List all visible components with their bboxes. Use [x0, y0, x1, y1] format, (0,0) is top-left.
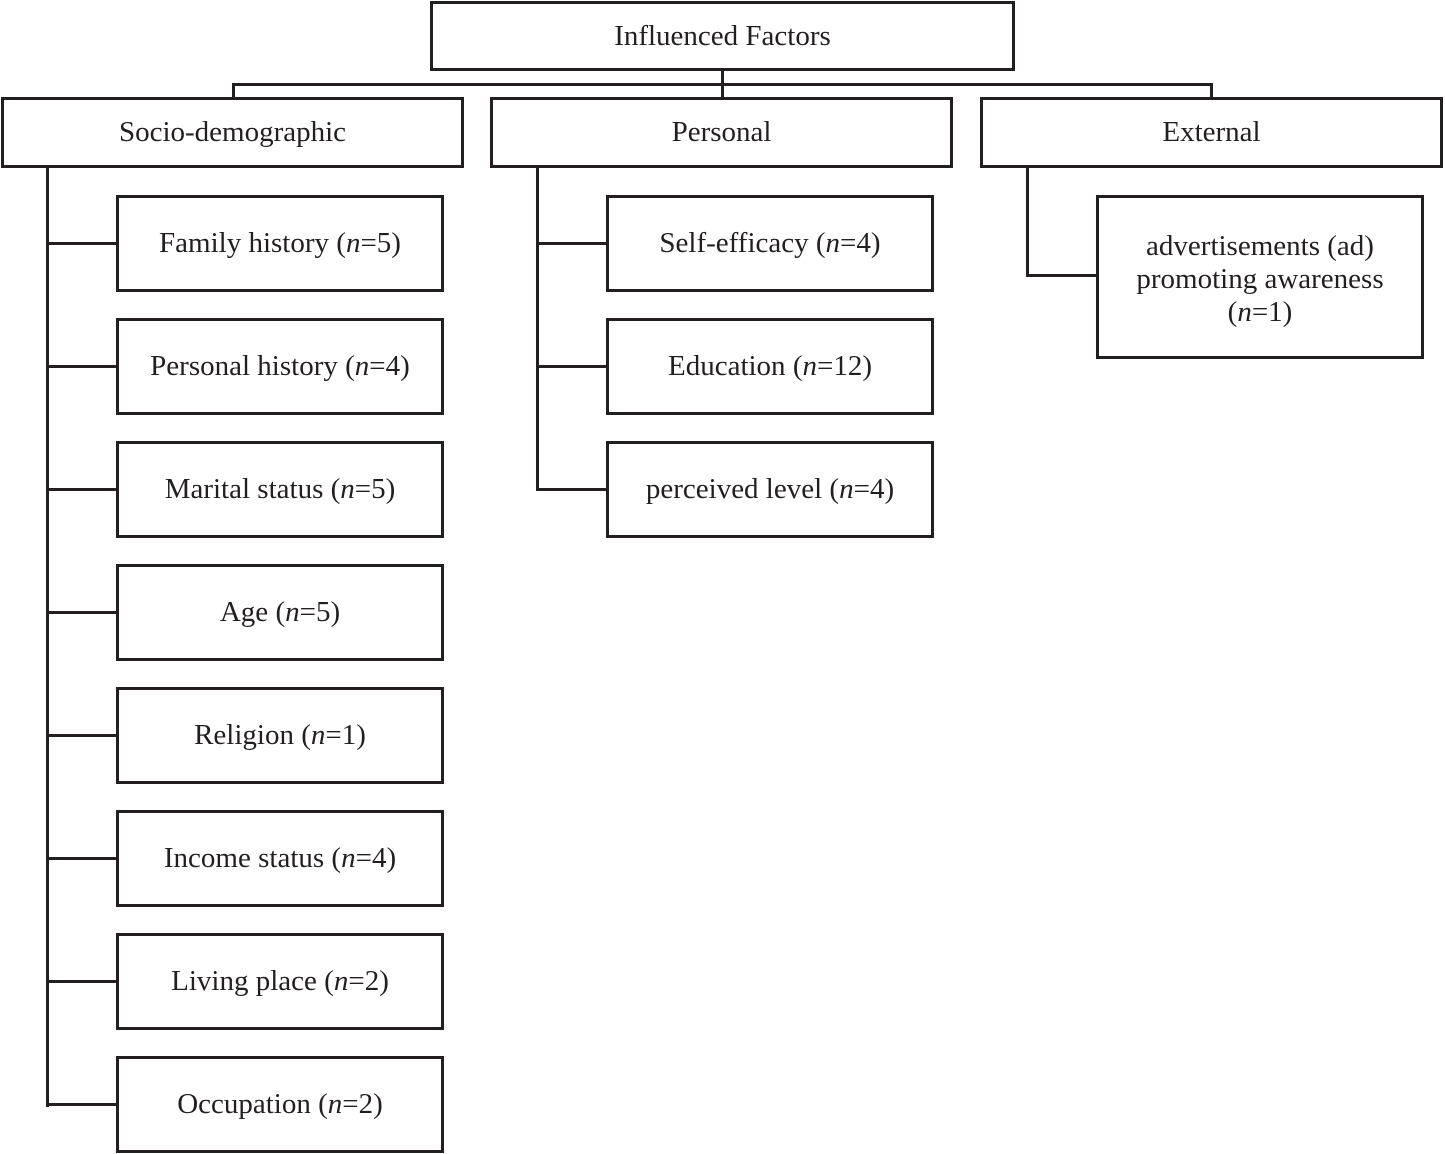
- factor-label-line-1: advertisements (ad): [1146, 230, 1374, 262]
- factor-label: Living place (n=2): [171, 965, 389, 997]
- factor-label: Income status (n=4): [163, 842, 397, 874]
- category-label: Socio-demographic: [118, 116, 347, 148]
- factor-living-place: Living place (n=2): [116, 933, 444, 1030]
- external-trunk-line: [1026, 166, 1029, 277]
- factor-advertisements: advertisements (ad) promoting awareness …: [1096, 195, 1424, 359]
- category-socio-demographic: Socio-demographic: [1, 97, 464, 168]
- external-branch-line: [1026, 274, 1098, 277]
- personal-branch-line: [536, 242, 608, 245]
- root-node: Influenced Factors: [430, 1, 1015, 71]
- personal-branch-line: [536, 365, 608, 368]
- socio-branch-line: [46, 365, 118, 368]
- factor-marital-status: Marital status (n=5): [116, 441, 444, 538]
- factor-personal-history: Personal history (n=4): [116, 318, 444, 415]
- factor-age: Age (n=5): [116, 564, 444, 661]
- factor-label: Self-efficacy (n=4): [659, 227, 881, 259]
- socio-trunk-line: [46, 166, 49, 1107]
- factor-perceived-level: perceived level (n=4): [606, 441, 934, 538]
- category-external: External: [980, 97, 1443, 168]
- factor-label: Marital status (n=5): [164, 473, 396, 505]
- factor-label: Age (n=5): [219, 596, 341, 628]
- factor-self-efficacy: Self-efficacy (n=4): [606, 195, 934, 292]
- root-label: Influenced Factors: [614, 19, 831, 52]
- socio-branch-line: [46, 242, 118, 245]
- category-label: External: [1162, 116, 1261, 148]
- factor-label: Occupation (n=2): [177, 1088, 383, 1120]
- factor-income-status: Income status (n=4): [116, 810, 444, 907]
- socio-branch-line: [46, 488, 118, 491]
- external-drop-line: [1210, 83, 1213, 99]
- factor-education: Education (n=12): [606, 318, 934, 415]
- socio-branch-line: [46, 611, 118, 614]
- socio-branch-line: [46, 1103, 118, 1106]
- personal-branch-line: [536, 488, 608, 491]
- socio-branch-line: [46, 857, 118, 860]
- factor-label: Religion (n=1): [194, 719, 366, 751]
- category-bus-line: [232, 83, 1213, 86]
- factor-count: (n=1): [1227, 296, 1293, 328]
- socio-branch-line: [46, 980, 118, 983]
- factor-family-history: Family history (n=5): [116, 195, 444, 292]
- factor-label: Family history (n=5): [159, 227, 401, 259]
- factor-label: perceived level (n=4): [645, 473, 895, 505]
- factor-label: Education (n=12): [667, 350, 873, 382]
- socio-drop-line: [232, 83, 235, 99]
- category-label: Personal: [671, 116, 772, 148]
- factor-religion: Religion (n=1): [116, 687, 444, 784]
- category-personal: Personal: [490, 97, 953, 168]
- factor-occupation: Occupation (n=2): [116, 1056, 444, 1153]
- factor-label: Personal history (n=4): [150, 350, 410, 382]
- factor-label-line-2: promoting awareness: [1136, 263, 1384, 295]
- personal-trunk-line: [536, 166, 539, 491]
- socio-branch-line: [46, 734, 118, 737]
